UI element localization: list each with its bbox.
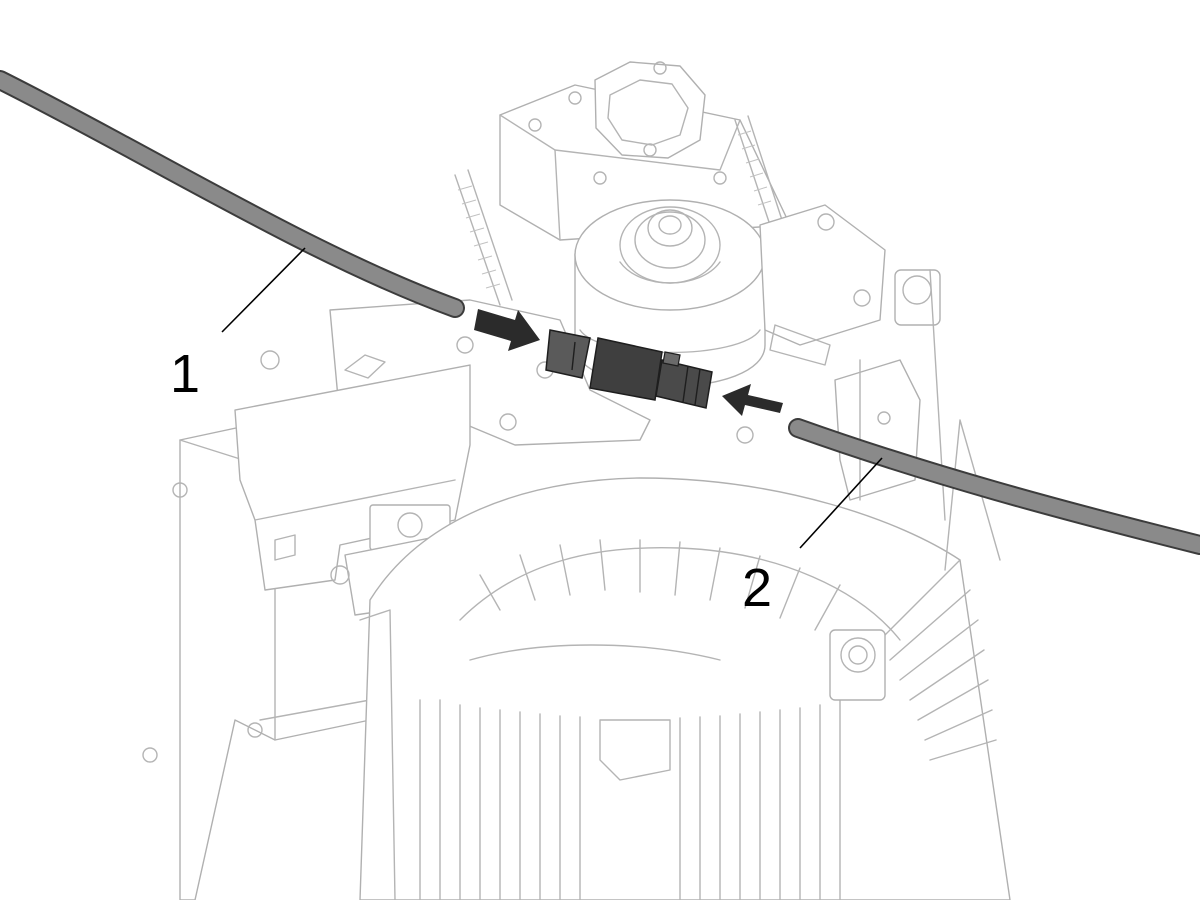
leader-line-1 [221,247,306,333]
hose-2 [788,418,1200,555]
callout-1: 1 [170,247,306,404]
callout-label-2: 2 [742,558,772,618]
right-bracket [759,204,941,366]
left-spring [454,169,513,306]
gearbox-block [499,61,791,241]
callout-label-1: 1 [170,344,200,404]
hose-connector [545,329,713,409]
callout-2: 2 [742,457,883,618]
motor-assembly [142,61,1011,900]
right-spring [734,115,783,226]
motor-body [359,419,1011,900]
leader-line-2 [799,457,883,549]
arrow-2 [722,384,783,416]
hose-1 [0,70,465,318]
arrow-1 [474,309,540,351]
